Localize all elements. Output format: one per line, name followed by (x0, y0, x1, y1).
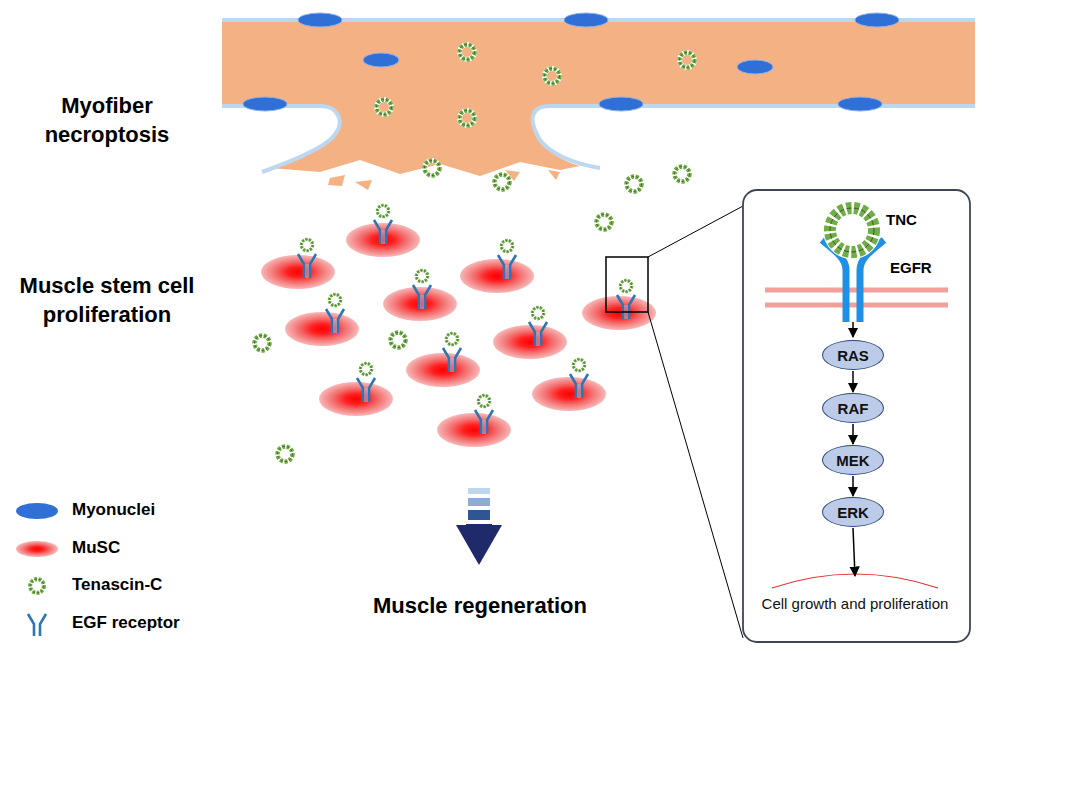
kinase-ellipse: ERK (822, 497, 884, 527)
pathway-arrow (852, 371, 854, 392)
kinase-ellipse: RAF (822, 393, 884, 423)
outcome-label: Muscle regeneration (330, 592, 630, 621)
legend-text: MuSC (72, 538, 120, 558)
protein-label: TNC (886, 210, 946, 230)
pathway-arrow (853, 528, 855, 576)
node-text: Cell growth and proliferation (762, 595, 949, 612)
kinase-ellipse: RAS (822, 340, 884, 370)
node-text: RAF (838, 400, 869, 417)
outcome-text-box: Cell growth and proliferation (758, 592, 953, 614)
stage-label: Myofiber necroptosis (2, 92, 212, 149)
node-text: ERK (837, 504, 869, 521)
node-text: MEK (836, 452, 869, 469)
legend-swatch (16, 503, 58, 519)
node-text: RAS (837, 347, 869, 364)
legend-text: EGF receptor (72, 613, 180, 633)
stage-label: Muscle stem cell proliferation (2, 272, 212, 329)
legend-text: Tenascin-C (72, 575, 162, 595)
receptor-label: EGFR (890, 258, 950, 278)
legend-text: Myonuclei (72, 500, 155, 520)
kinase-ellipse: MEK (822, 445, 884, 475)
pathway-arrow (852, 476, 854, 496)
pathway-arrow (852, 424, 854, 444)
